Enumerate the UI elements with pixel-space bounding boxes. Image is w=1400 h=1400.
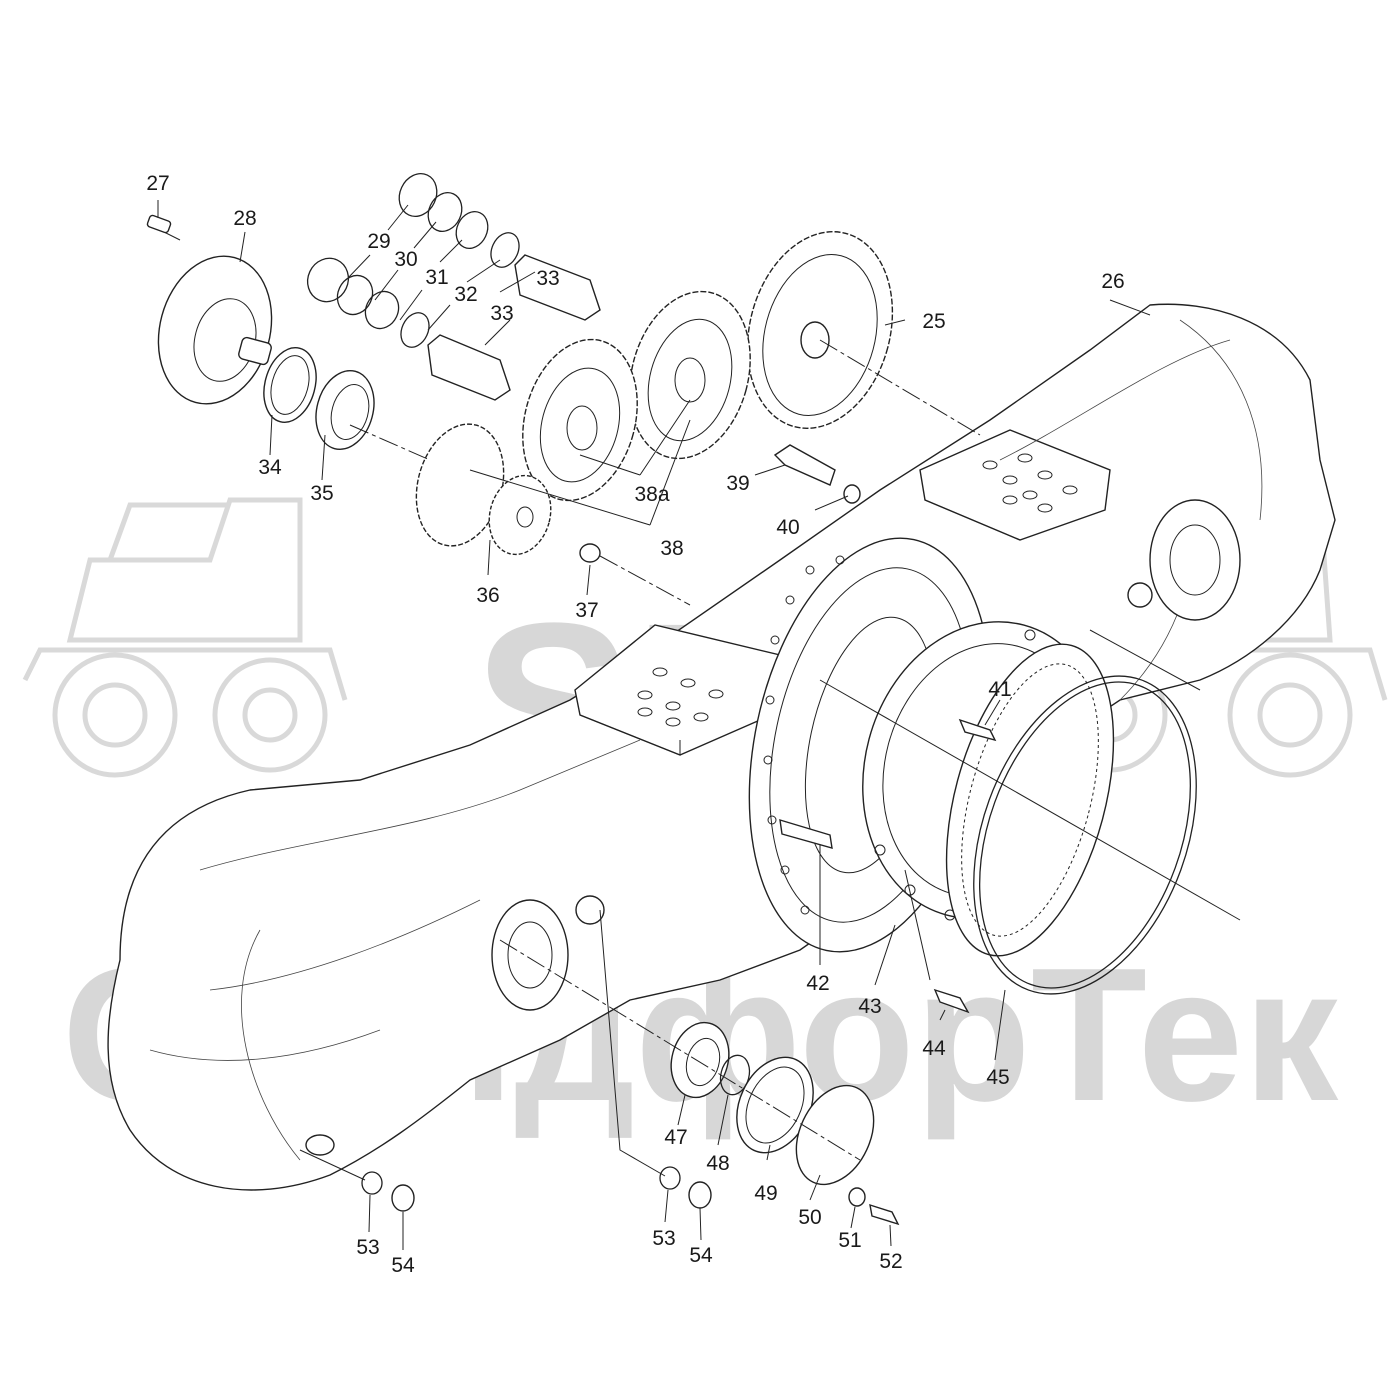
callout-38: 38 (660, 537, 683, 560)
callout-33-lower: 33 (490, 302, 513, 325)
callout-30: 30 (394, 248, 417, 271)
washer-53-left-icon (361, 1171, 383, 1195)
bolt-27-icon (146, 214, 172, 234)
washer-53-right-icon (659, 1166, 681, 1190)
callouts: 25 26 27 28 29 30 31 32 33 33 34 35 36 3… (146, 172, 1124, 1277)
callout-43: 43 (858, 995, 881, 1018)
callout-41: 41 (988, 678, 1011, 701)
callout-52: 52 (879, 1250, 902, 1273)
callout-42: 42 (806, 972, 829, 995)
plug-54-left-icon (391, 1184, 415, 1212)
callout-27: 27 (146, 172, 169, 195)
callout-51: 51 (838, 1229, 861, 1252)
callout-34: 34 (258, 456, 282, 479)
watermark-tractor-left-icon (22, 497, 348, 778)
plug-37-icon (579, 543, 601, 563)
callout-53-left: 53 (356, 1236, 379, 1259)
callout-36: 36 (476, 584, 499, 607)
gear-25-icon (746, 231, 894, 429)
callout-47: 47 (664, 1126, 687, 1149)
snap-rings (306, 173, 520, 348)
callout-54-right: 54 (689, 1244, 713, 1267)
callout-32: 32 (454, 283, 477, 306)
pin-42-icon (779, 819, 833, 849)
ring-48-icon (719, 1054, 751, 1096)
callout-35: 35 (310, 482, 333, 505)
bolt-44-icon (933, 988, 970, 1014)
bolt-39-icon (773, 444, 836, 486)
callout-48: 48 (706, 1152, 729, 1175)
cover-50-icon (795, 1084, 875, 1186)
pin-41-icon (958, 718, 997, 742)
gear-36-icon (415, 423, 552, 556)
plug-54-right-icon (688, 1181, 712, 1209)
callout-39: 39 (726, 472, 749, 495)
washer-40-icon (843, 484, 861, 504)
callout-45: 45 (986, 1066, 1009, 1089)
center-lines (299, 339, 1241, 1181)
callout-33-upper: 33 (536, 267, 559, 290)
washer-51-icon (848, 1187, 866, 1207)
callout-54-left: 54 (391, 1254, 415, 1277)
callout-31: 31 (425, 266, 448, 289)
callout-29: 29 (367, 230, 390, 253)
callout-49: 49 (754, 1182, 777, 1205)
gear-38-icon (522, 338, 638, 502)
large-o-ring (973, 675, 1197, 995)
planet-pins (427, 254, 601, 401)
leader-lines (157, 200, 1151, 1250)
callout-44: 44 (922, 1037, 946, 1060)
hub-cover-assembly (361, 1021, 900, 1226)
callout-37: 37 (575, 599, 598, 622)
callout-28: 28 (233, 207, 256, 230)
callout-25: 25 (922, 310, 945, 333)
callout-40: 40 (776, 516, 799, 539)
callout-26: 26 (1101, 270, 1124, 293)
gears (415, 231, 997, 1014)
callout-50: 50 (798, 1206, 821, 1229)
callout-53-right: 53 (652, 1227, 675, 1250)
bolt-52-icon (869, 1203, 900, 1226)
gear-38a-icon (629, 290, 751, 460)
end-cover-assembly (146, 214, 375, 451)
callout-38a: 38a (634, 483, 669, 506)
